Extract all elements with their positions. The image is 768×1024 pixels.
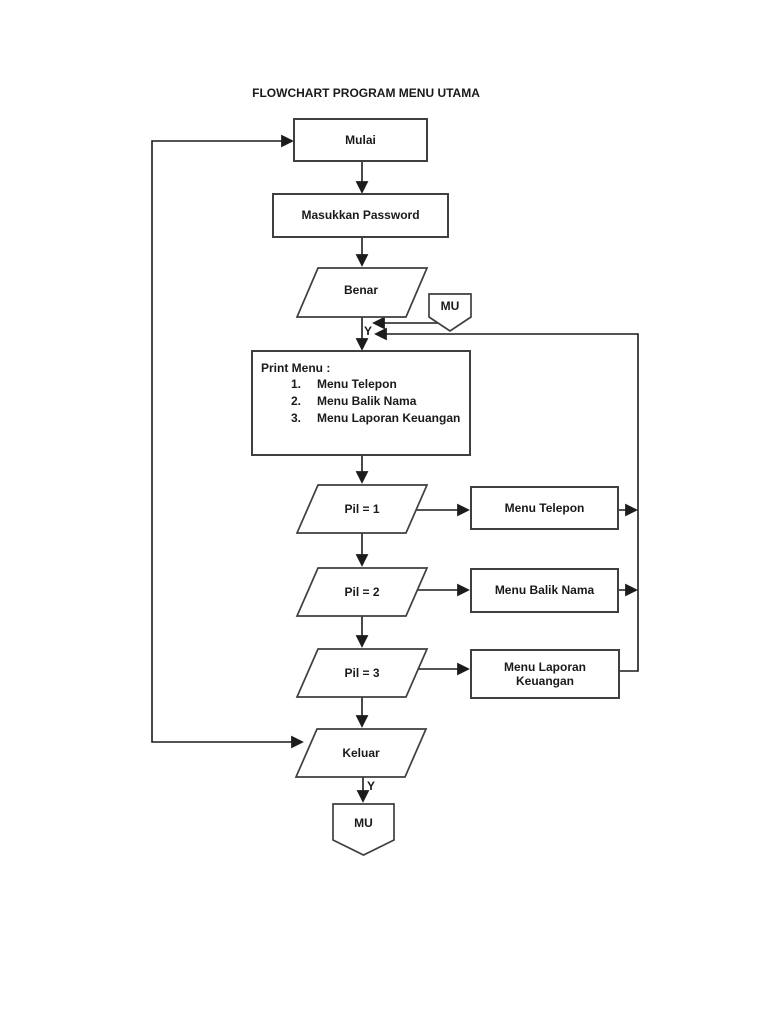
- node-mu-top-shape: [428, 293, 472, 333]
- edge-right-return-loop: [374, 327, 639, 672]
- branch-label-keluar-yes: Y: [367, 779, 376, 793]
- print-menu-item-number: 1.: [291, 377, 302, 391]
- node-keluar-shape: [294, 728, 428, 778]
- print-menu-title: Print Menu :: [261, 361, 331, 375]
- node-mulai-shape: [293, 118, 428, 162]
- node-menu-telepon-shape: [470, 486, 619, 530]
- node-menu-laporan-label: Menu Laporan Keuangan: [471, 650, 619, 698]
- node-keluar-label: Keluar: [342, 745, 380, 760]
- node-pil1-label: Pil = 1: [344, 501, 380, 516]
- node-mu-bottom-label: MU: [354, 815, 373, 830]
- node-menu-laporan-text: Menu Laporan Keuangan: [503, 659, 586, 688]
- print-menu-item-label: Menu Balik Nama: [317, 394, 417, 408]
- print-menu-item: 2. Menu Balik Nama: [291, 393, 464, 410]
- node-masukkan-password-label: Masukkan Password: [301, 208, 420, 223]
- node-menu-telepon-label: Menu Telepon: [504, 500, 585, 515]
- print-menu-item-label: Menu Laporan Keuangan: [317, 411, 461, 425]
- node-print-menu-content: Print Menu : 1. Menu Telepon 2. Menu Bal…: [252, 351, 470, 455]
- node-pil1-shape: [295, 484, 429, 534]
- node-masukkan-password-shape: [272, 193, 449, 238]
- node-benar-shape: [295, 267, 429, 318]
- node-menu-balik-nama-label: Menu Balik Nama: [494, 583, 595, 598]
- node-mu-bottom-shape: [332, 803, 395, 856]
- node-pil2-label: Pil = 2: [344, 584, 380, 599]
- node-pil3-label: Pil = 3: [344, 665, 380, 680]
- node-print-menu-shape: [251, 350, 471, 456]
- edge-left-loop-to-mulai: [151, 134, 294, 440]
- node-menu-balik-nama-shape: [470, 568, 619, 613]
- node-mulai-label: Mulai: [345, 132, 376, 147]
- node-mu-top-label: MU: [440, 299, 460, 314]
- print-menu-item: 3. Menu Laporan Keuangan: [291, 410, 464, 427]
- node-benar-label: Benar: [343, 282, 378, 297]
- node-menu-laporan-shape: [470, 649, 620, 699]
- print-menu-item: 1. Menu Telepon: [291, 376, 464, 393]
- node-pil3-shape: [295, 648, 429, 698]
- print-menu-item-number: 2.: [291, 394, 302, 408]
- node-pil2-shape: [295, 567, 429, 617]
- page-title: FLOWCHART PROGRAM MENU UTAMA: [252, 85, 480, 100]
- branch-label-benar-yes: Y: [364, 324, 373, 338]
- print-menu-item-number: 3.: [291, 411, 302, 425]
- print-menu-item-label: Menu Telepon: [317, 377, 397, 391]
- edge-left-loop-to-keluar: [151, 440, 304, 749]
